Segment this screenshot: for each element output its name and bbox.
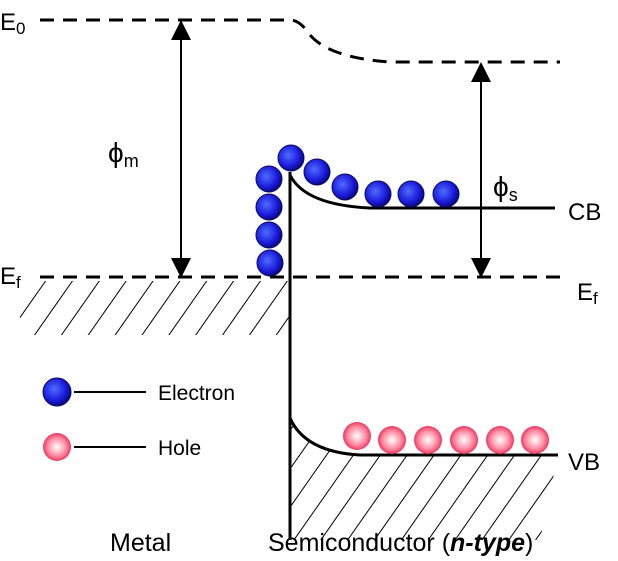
valence-band [288,417,558,457]
semiconductor-work-function-label: ϕs [493,171,518,205]
electron [255,193,283,221]
electron [432,180,460,208]
electron [256,249,284,277]
legend-hole-icon [43,433,71,461]
electron [303,158,331,186]
fermi-level-label-metal: Ef [0,263,21,292]
valence-band-label: VB [568,449,600,476]
electron [331,173,359,201]
electron [364,180,392,208]
hole [521,426,549,454]
fermi-level-label-semiconductor: Ef [577,279,598,308]
electron [277,144,305,172]
hole [414,426,442,454]
conduction-band-label: CB [568,199,601,226]
hole [486,426,514,454]
electron [397,180,425,208]
hole [450,426,478,454]
hole [378,426,406,454]
metal-label: Metal [110,529,171,557]
vacuum-level-label: E0 [0,9,25,38]
semiconductor-label: Semiconductor (n-type) [268,529,533,557]
hole [343,422,371,450]
conduction-band [288,174,555,210]
electron [255,165,283,193]
legend-electron-label: Electron [158,382,235,405]
electron [255,221,283,249]
metal-filled-states [20,281,290,335]
electrons [255,144,460,277]
metal-work-function-label: ϕm [108,137,139,171]
holes [343,422,549,454]
legend-electron-icon [42,377,72,407]
legend: Electron Hole [42,377,235,461]
legend-hole-label: Hole [158,437,201,460]
vacuum-level-line [40,18,560,64]
